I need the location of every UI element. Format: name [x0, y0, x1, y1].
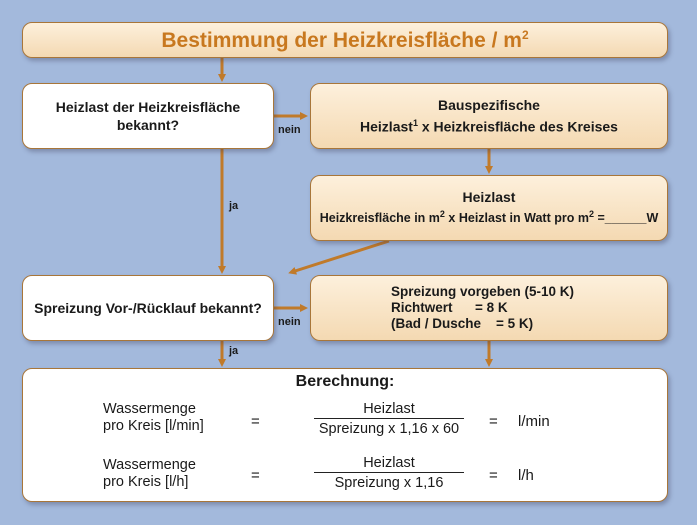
diagram-title: Bestimmung der Heizkreisfläche / m2	[22, 22, 668, 58]
arrow-hz-to-q2	[288, 239, 390, 275]
connector-ja-1: ja	[229, 200, 239, 212]
calc-row2-unit: l/h	[518, 467, 534, 484]
calc-row1-equals: =	[251, 413, 260, 430]
box-spreizung-vorgeben: Spreizung vorgeben (5-10 K) Richtwert = …	[310, 275, 668, 341]
heizlast-formula: Heizkreisfläche in m2 x Heizlast in Watt…	[319, 208, 659, 226]
heizlast-heading: Heizlast	[462, 188, 516, 205]
calculation-title: Berechnung:	[295, 373, 395, 390]
calc-row2-label: Wassermenge pro Kreis [l/h]	[103, 457, 196, 490]
calc-row1-equals2: =	[489, 413, 498, 430]
question1-line1: Heizlast der Heizkreisfläche	[55, 99, 241, 115]
calc-row2-equals2: =	[489, 467, 498, 484]
title-superscript: 2	[521, 27, 529, 42]
spreizung-line2: Richtwert = 8 K	[391, 300, 508, 315]
calc-row2-numerator: Heizlast	[314, 455, 464, 473]
connector-nein-1: nein	[278, 124, 301, 136]
calc-row1-fraction: Heizlast Spreizung x 1,16 x 60	[313, 401, 465, 437]
connector-ja-2: ja	[229, 345, 239, 357]
question2-text: Spreizung Vor-/Rücklauf bekannt?	[34, 300, 262, 316]
bau-line2: Heizlast1 x Heizkreisfläche des Kreises	[360, 118, 618, 135]
calculation-box: Berechnung: Wassermenge pro Kreis [l/min…	[22, 368, 668, 502]
calc-row1-label: Wassermenge pro Kreis [l/min]	[103, 401, 204, 434]
spreizung-line3: (Bad / Dusche = 5 K)	[391, 316, 534, 331]
connector-nein-2: nein	[278, 316, 301, 328]
box-heizlast-formula: Heizlast Heizkreisfläche in m2 x Heizlas…	[310, 175, 668, 241]
box-bauspezifische-heizlast: Bauspezifische Heizlast1 x Heizkreisfläc…	[310, 83, 668, 149]
calc-row1-unit: l/min	[518, 413, 550, 430]
calc-row2-fraction: Heizlast Spreizung x 1,16	[313, 455, 465, 491]
bau-footnote-mark: 1	[412, 118, 418, 129]
bau-line1: Bauspezifische	[438, 97, 540, 114]
calc-row2-equals: =	[251, 467, 260, 484]
calc-row1-numerator: Heizlast	[314, 401, 464, 419]
title-text: Bestimmung der Heizkreisfläche / m	[161, 28, 522, 52]
spreizung-line1: Spreizung vorgeben (5-10 K)	[391, 284, 575, 299]
question-heizlast-known: Heizlast der Heizkreisfläche bekannt?	[22, 83, 274, 149]
question-spreizung-known: Spreizung Vor-/Rücklauf bekannt?	[22, 275, 274, 341]
calc-row1-denominator: Spreizung x 1,16 x 60	[318, 421, 460, 437]
calc-row2-denominator: Spreizung x 1,16	[334, 475, 444, 491]
question1-line2: bekannt?	[116, 117, 180, 133]
